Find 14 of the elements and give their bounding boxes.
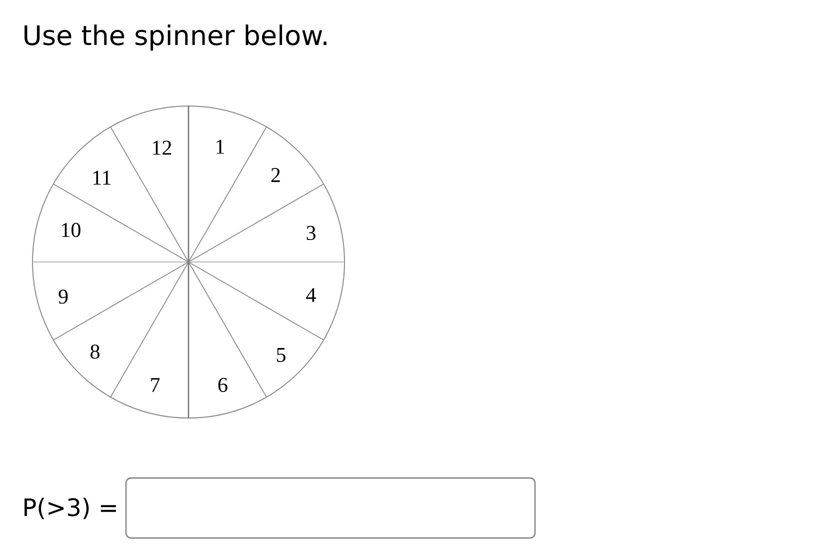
sector-number: 1	[216, 140, 224, 154]
sector-number: 2	[271, 168, 280, 182]
equation-prompt: P(>3) =	[24, 498, 116, 520]
sector-number: 8	[90, 344, 100, 359]
instruction-text: Use the spinner below.	[24, 24, 326, 51]
sector-number: 6	[218, 378, 228, 392]
sector-number: 9	[58, 290, 68, 304]
sector-number: 5	[276, 348, 286, 362]
sector-number: 4	[306, 288, 316, 302]
sector-number: 12	[153, 140, 172, 155]
sector-number: 3	[306, 226, 316, 240]
sector-number: 7	[151, 378, 160, 392]
sector-number: 10	[62, 222, 80, 238]
sector-number: 11	[93, 170, 111, 185]
